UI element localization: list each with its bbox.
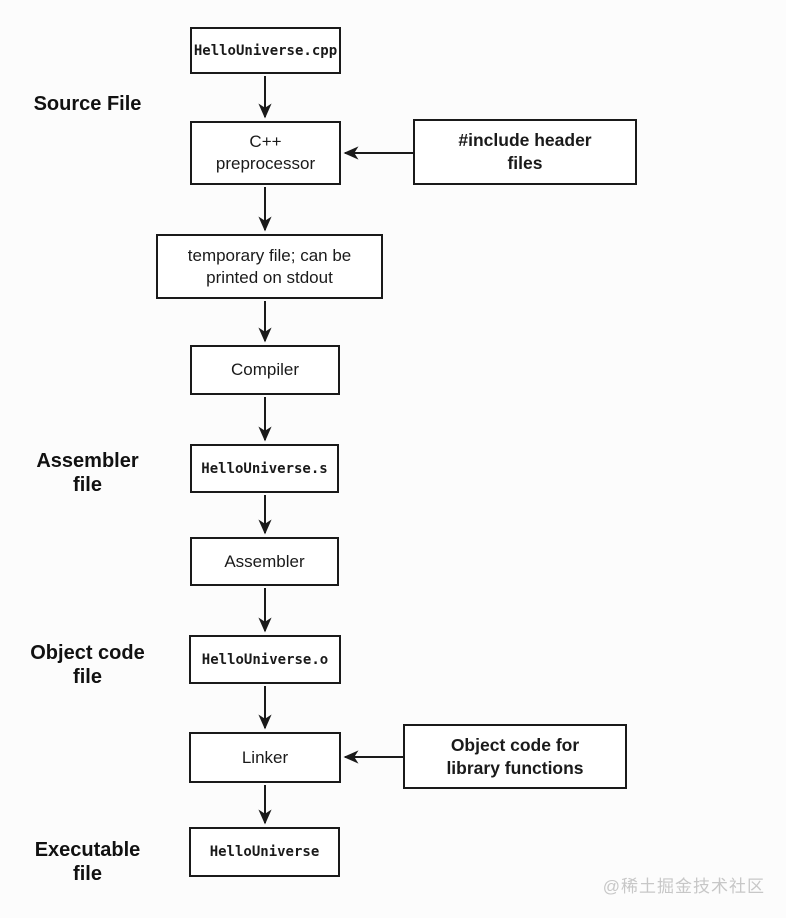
stage-label-source-file: Source File — [33, 93, 142, 115]
stage-label-assembler-file: Assembler file — [36, 450, 139, 496]
node-assembler: Assembler — [190, 537, 339, 586]
node-object-file-o: HelloUniverse.o — [189, 635, 341, 684]
node-include-header-files: #include header files — [413, 119, 637, 185]
node-assembler-file-s: HelloUniverse.s — [190, 444, 339, 493]
stage-label-executable-file: Executable file — [34, 839, 141, 885]
node-compiler: Compiler — [190, 345, 340, 395]
watermark-text: @稀土掘金技术社区 — [602, 877, 765, 896]
node-linker: Linker — [189, 732, 341, 783]
node-library-object-code: Object code for library functions — [403, 724, 627, 789]
stage-label-object-code-file: Object code file — [30, 642, 145, 688]
node-source-file-cpp: HelloUniverse.cpp — [190, 27, 341, 74]
node-cpp-preprocessor: C++ preprocessor — [190, 121, 341, 185]
node-temporary-file: temporary file; can be printed on stdout — [156, 234, 383, 299]
node-executable-file: HelloUniverse — [189, 827, 340, 877]
